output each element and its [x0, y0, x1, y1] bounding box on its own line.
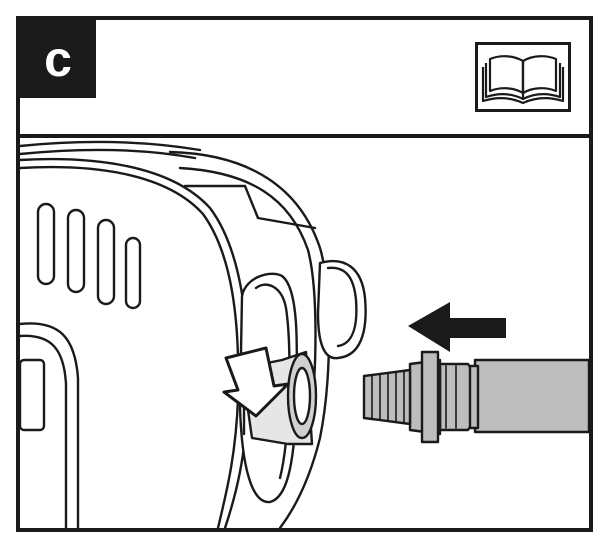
arrow-left-icon: [408, 302, 506, 352]
curved-arrow-down-icon: [222, 346, 290, 418]
instruction-panel: c: [16, 16, 593, 532]
garden-hose-coupling: [362, 350, 589, 444]
hose-connection-illustration: [20, 140, 589, 528]
open-book-icon: [475, 42, 571, 112]
side-knob: [316, 259, 367, 360]
step-letter: c: [44, 31, 72, 87]
vent-slots: [36, 202, 142, 310]
lower-panel: [20, 322, 80, 528]
coupling-threads: [371, 365, 457, 429]
panel-header: c: [20, 20, 589, 138]
housing-top-edge: [20, 140, 202, 152]
step-badge: c: [20, 20, 96, 98]
book-graphic: [481, 55, 565, 105]
housing-front-curve: [20, 157, 250, 528]
